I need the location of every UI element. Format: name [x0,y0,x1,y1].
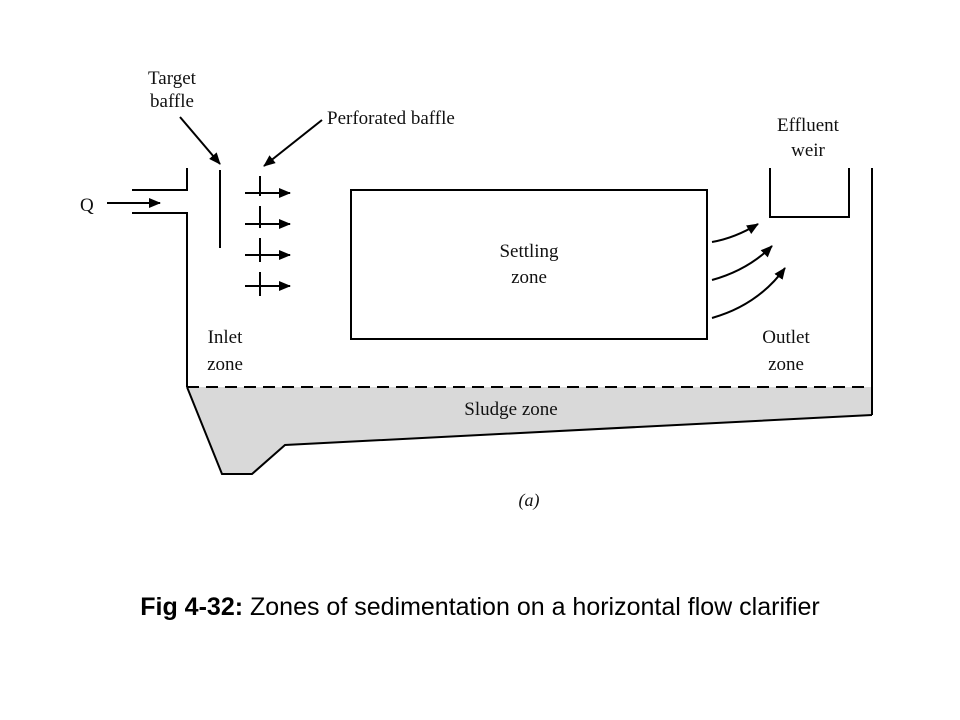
inlet-channel-top [132,168,188,191]
figure-number: Fig 4-32: [140,593,244,621]
perforated-baffle-label: Perforated baffle [327,108,455,129]
sludge-zone-area [187,387,872,474]
target-baffle-pointer [179,116,221,165]
outlet-zone-label: Outlet [762,327,810,348]
figure-caption: Fig 4-32: Zones of sedimentation on a ho… [0,593,960,622]
tank-bottom-outline [186,386,873,475]
effluent-weir [769,168,850,218]
effluent-weir-label-2: weir [791,140,825,161]
perforated-baffle-pointer [263,119,323,167]
target-baffle-label-2: baffle [150,91,194,112]
outlet-zone-label-2: zone [768,354,804,375]
figure-caption-text: Zones of sedimentation on a horizontal f… [243,593,820,621]
q-label: Q [80,195,94,216]
inlet-zone-label-2: zone [207,354,243,375]
target-baffle-label: Target [148,68,197,89]
effluent-weir-label: Effluent [777,115,840,136]
outlet-flow-arrows [711,223,786,319]
settling-zone-label: Settling [499,241,559,262]
settling-zone-label-2: zone [511,267,547,288]
inlet-channel-bottom [132,212,188,387]
perforated-flow-arrows [245,188,291,291]
sludge-zone-label: Sludge zone [464,399,557,420]
settling-zone-box [350,189,708,340]
inlet-zone-label: Inlet [208,327,244,348]
subfigure-label: (a) [519,490,540,511]
